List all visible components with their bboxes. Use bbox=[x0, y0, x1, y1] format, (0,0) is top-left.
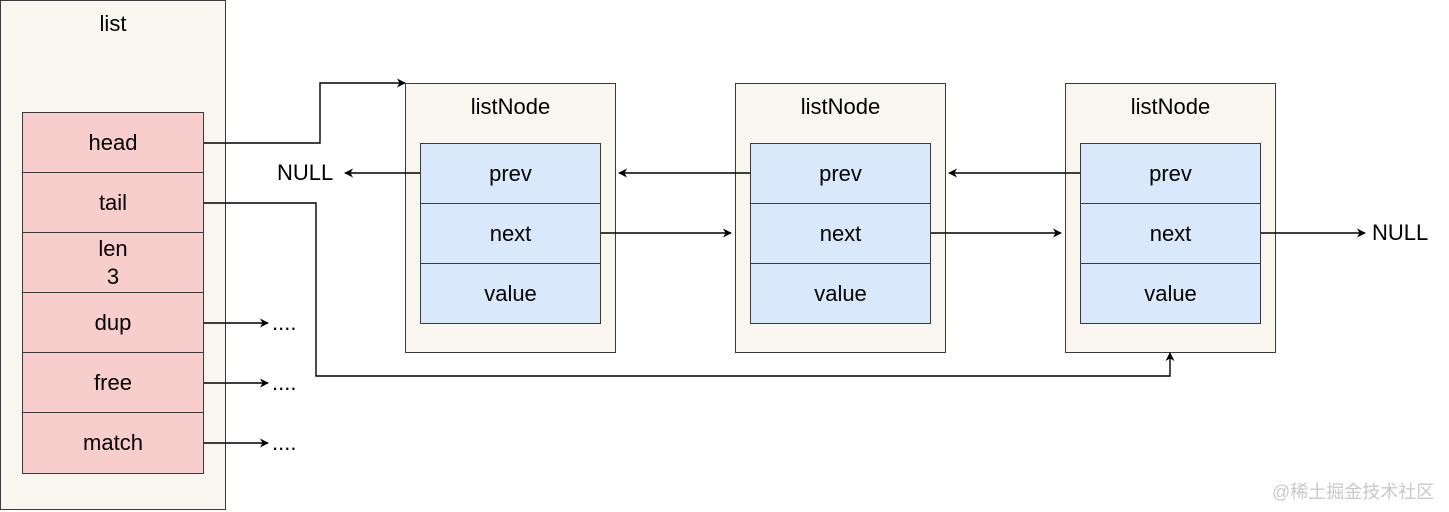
node-1-value: value bbox=[420, 263, 601, 324]
node-2-next: next bbox=[750, 203, 931, 264]
list-field-match: match bbox=[22, 412, 204, 474]
node-2-title: listNode bbox=[800, 94, 881, 119]
watermark: @稀土掘金技术社区 bbox=[1272, 482, 1435, 502]
list-field-dup: dup bbox=[22, 292, 204, 354]
free-target-ellipsis: .... bbox=[272, 370, 297, 395]
null-label-right: NULL bbox=[1372, 220, 1429, 245]
node-1-next: next bbox=[420, 203, 601, 264]
len-label: len bbox=[98, 236, 128, 261]
node-2-value: value bbox=[750, 263, 931, 324]
list-field-free: free bbox=[22, 352, 204, 414]
node-3-title: listNode bbox=[1130, 94, 1211, 119]
len-value: 3 bbox=[106, 264, 120, 289]
node-1-title: listNode bbox=[470, 94, 551, 119]
match-target-ellipsis: .... bbox=[272, 430, 297, 455]
list-field-tail: tail bbox=[22, 172, 204, 234]
head-pointer-arrow bbox=[204, 78, 406, 144]
dup-target-ellipsis: .... bbox=[272, 310, 297, 335]
null-label-left: NULL bbox=[277, 160, 334, 185]
list-field-len: len 3 bbox=[22, 232, 204, 294]
node-3-value: value bbox=[1080, 263, 1261, 324]
node-3-prev: prev bbox=[1080, 143, 1261, 204]
list-title: list bbox=[99, 11, 127, 36]
node-3-next: next bbox=[1080, 203, 1261, 264]
tail-pointer-arrow bbox=[204, 202, 1175, 377]
